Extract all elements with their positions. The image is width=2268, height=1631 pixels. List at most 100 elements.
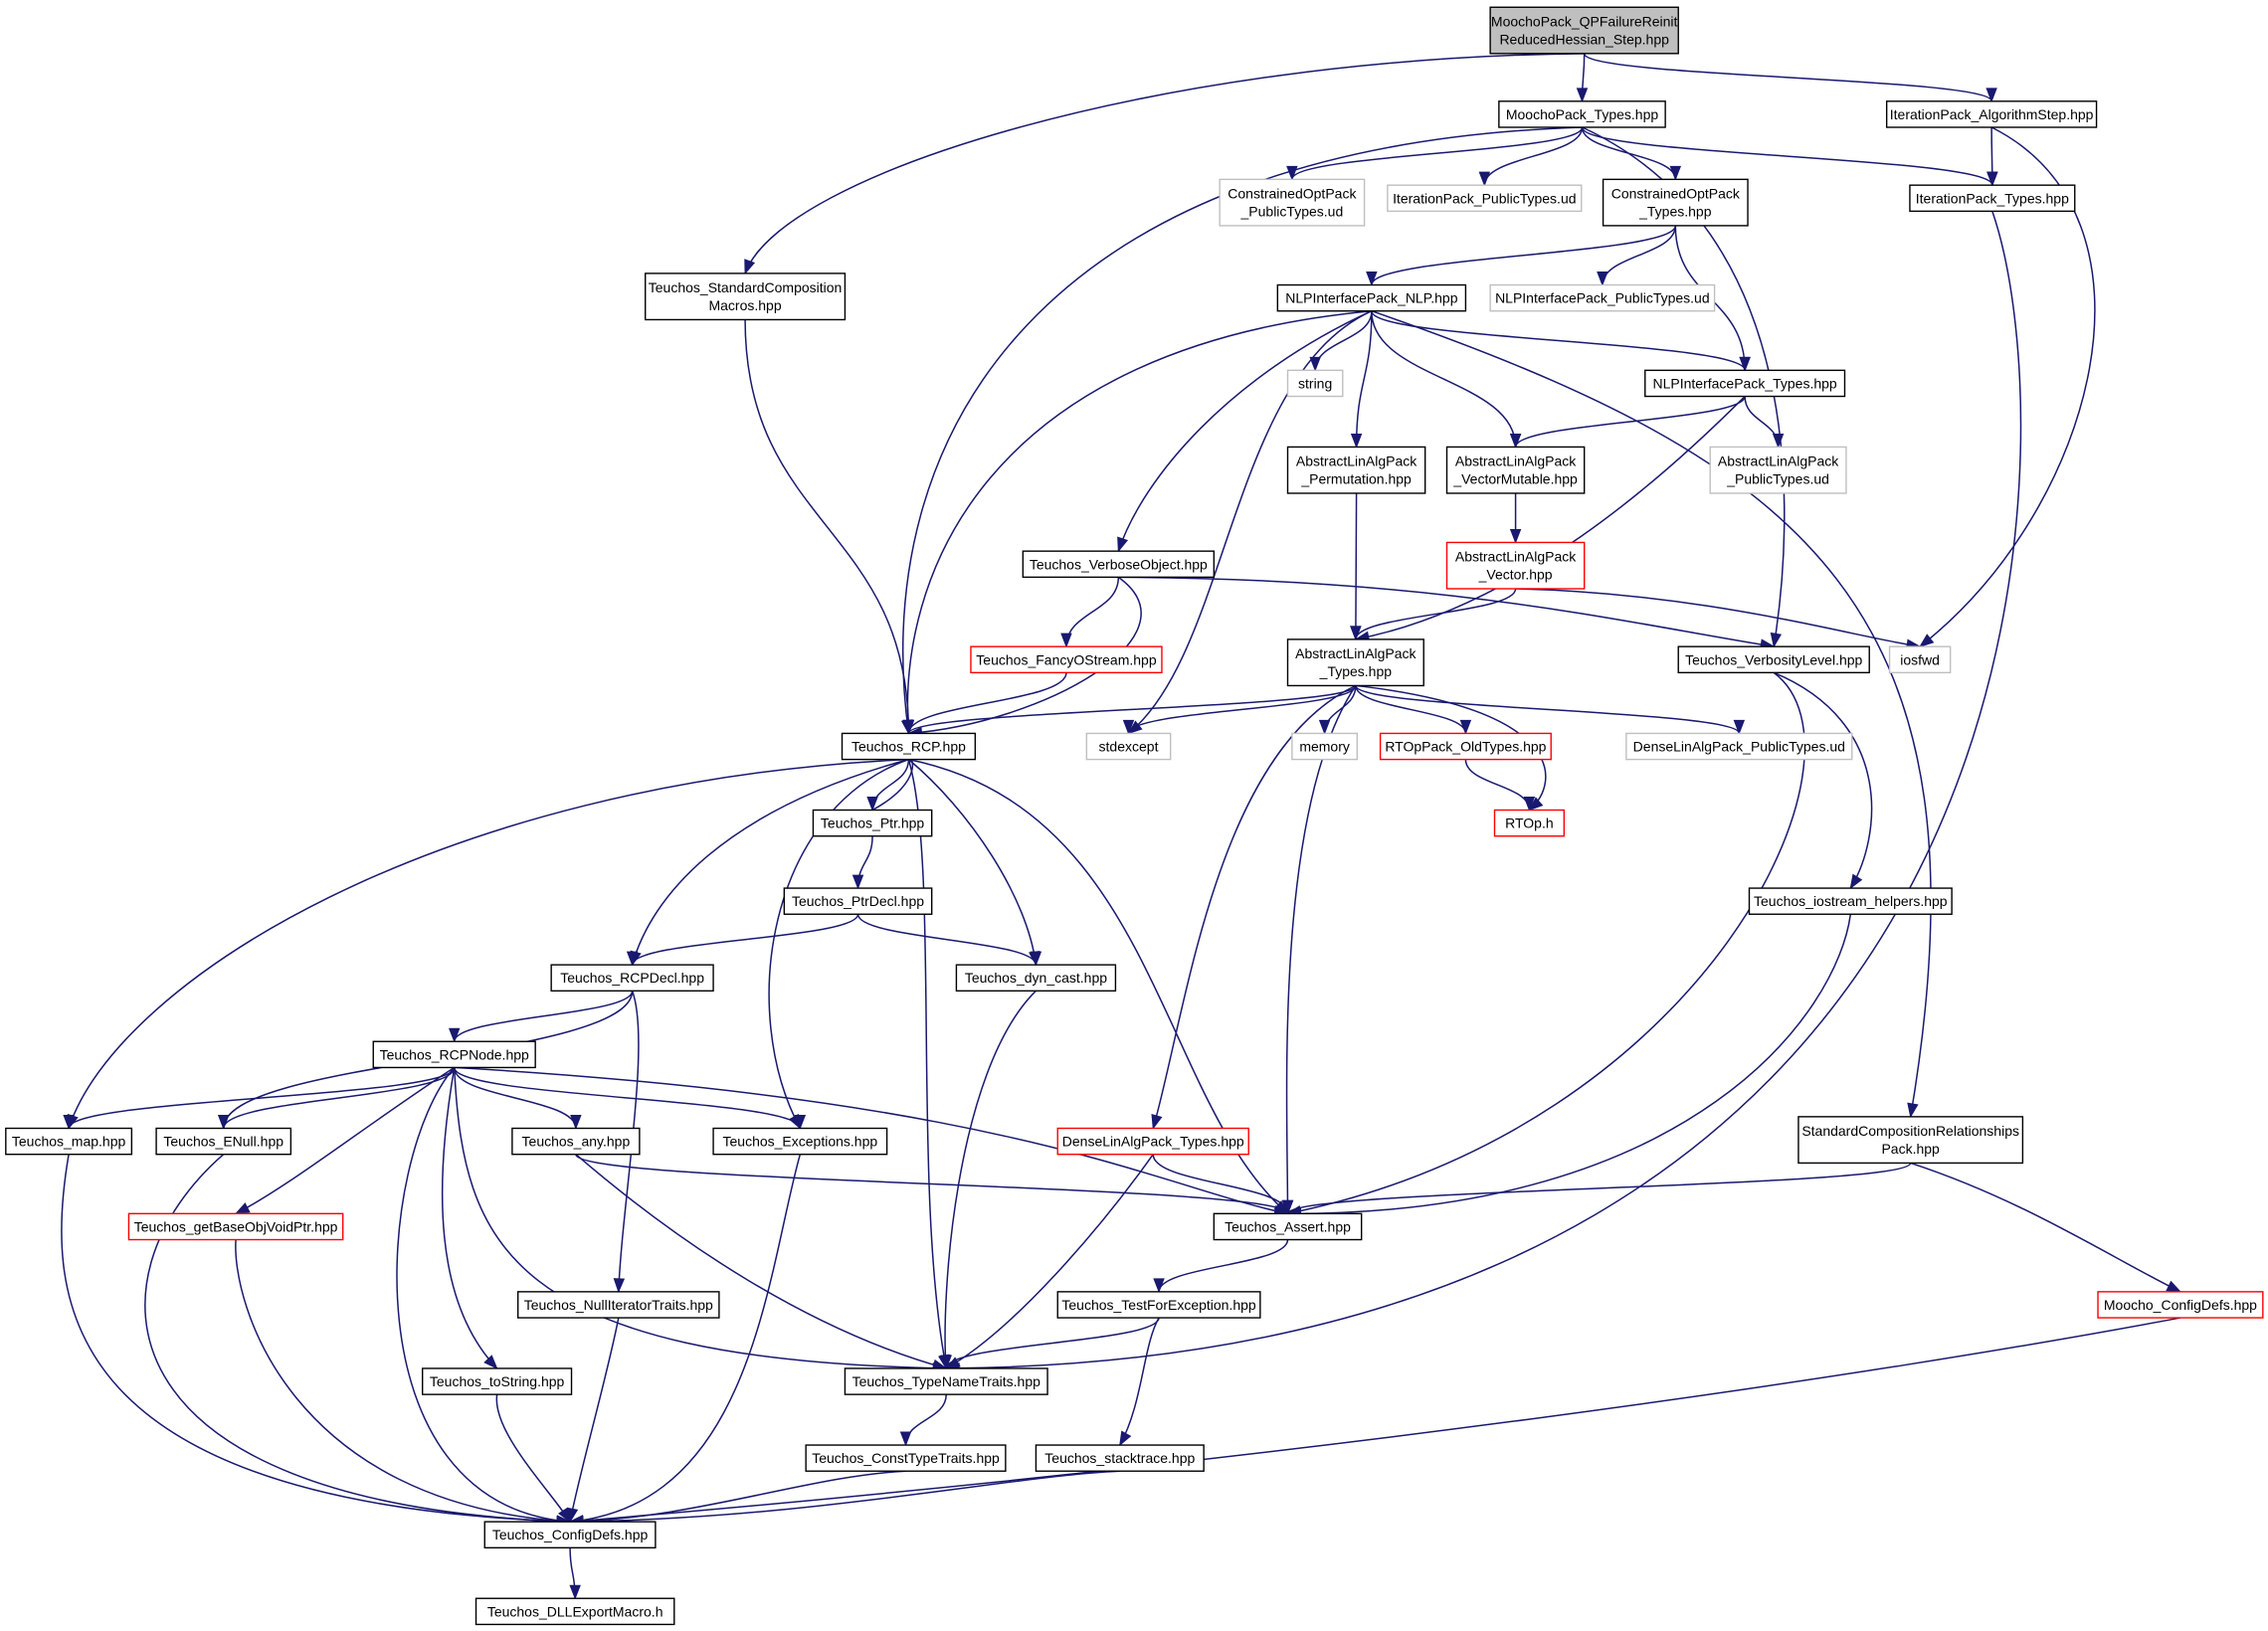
graph-node[interactable]: Teuchos_VerbosityLevel.hpp — [1677, 645, 1870, 674]
graph-node[interactable]: AbstractLinAlgPack_Permutation.hpp — [1286, 446, 1426, 494]
graph-node[interactable]: AbstractLinAlgPack_VectorMutable.hpp — [1445, 446, 1586, 494]
node-box — [1387, 184, 1583, 213]
dependency-edge — [768, 758, 909, 1129]
graph-node[interactable]: MoochoPack_Types.hpp — [1498, 100, 1666, 128]
graph-node[interactable]: Teuchos_PtrDecl.hpp — [783, 887, 933, 915]
dependency-edge — [68, 758, 909, 1129]
node-box — [1276, 283, 1467, 312]
node-box — [844, 1367, 1048, 1395]
graph-node[interactable]: ConstrainedOptPack_Types.hpp — [1602, 178, 1749, 227]
graph-node: ConstrainedOptPack_PublicTypes.ud — [1219, 178, 1366, 227]
dependency-edge — [1371, 225, 1677, 285]
graph-node[interactable]: Teuchos_Assert.hpp — [1213, 1212, 1363, 1241]
graph-node[interactable]: IterationPack_Types.hpp — [1909, 184, 2076, 213]
graph-node[interactable]: RTOp.h — [1493, 809, 1566, 837]
node-label: Teuchos_DLLExportMacro.h — [487, 1603, 663, 1619]
graph-node: stdexcept — [1085, 732, 1172, 761]
node-label: Teuchos_FancyOStream.hpp — [976, 651, 1157, 667]
dependency-edge — [907, 759, 947, 1369]
graph-node[interactable]: Teuchos_RCPDecl.hpp — [550, 964, 714, 993]
graph-node[interactable]: Teuchos_TypeNameTraits.hpp — [844, 1367, 1048, 1395]
node-label: AbstractLinAlgPack — [1455, 549, 1577, 565]
node-label: Teuchos_ConfigDefs.hpp — [492, 1527, 649, 1542]
graph-node[interactable]: IterationPack_AlgorithmStep.hpp — [1885, 100, 2098, 128]
graph-node[interactable]: MoochoPack_QPFailureReinitReducedHessian… — [1489, 6, 1679, 55]
edge-arrowhead — [1772, 433, 1785, 449]
graph-node[interactable]: Teuchos_getBaseObjVoidPtr.hpp — [127, 1212, 344, 1241]
dependency-edge — [222, 1067, 456, 1129]
node-label: _Vector.hpp — [1478, 567, 1553, 583]
node-label: Teuchos_StandardComposition — [649, 279, 843, 295]
node-label: AbstractLinAlgPack — [1718, 453, 1839, 469]
node-box — [1286, 446, 1426, 494]
node-label: Teuchos_RCPNode.hpp — [380, 1046, 529, 1062]
edge-arrowhead — [1309, 356, 1321, 372]
graph-node[interactable]: NLPInterfacePack_NLP.hpp — [1276, 283, 1467, 312]
edge-arrowhead — [866, 797, 878, 812]
edge-arrowhead — [569, 1584, 581, 1600]
edge-arrowhead — [1597, 272, 1608, 286]
graph-node[interactable]: Teuchos_iostream_helpers.hpp — [1748, 887, 1953, 915]
edge-arrowhead — [1122, 719, 1135, 735]
graph-node[interactable]: Teuchos_RCP.hpp — [841, 732, 977, 761]
graph-node[interactable]: DenseLinAlgPack_Types.hpp — [1056, 1127, 1249, 1156]
graph-node[interactable]: Moocho_ConfigDefs.hpp — [2097, 1291, 2264, 1319]
node-box — [1286, 369, 1344, 398]
graph-node[interactable]: Teuchos_TestForException.hpp — [1056, 1291, 1261, 1319]
node-box — [812, 809, 933, 837]
graph-node[interactable]: Teuchos_map.hpp — [5, 1127, 133, 1156]
node-label: Teuchos_Exceptions.hpp — [723, 1134, 878, 1150]
graph-node[interactable]: RTOpPack_OldTypes.hpp — [1379, 732, 1552, 761]
node-box — [1493, 809, 1566, 837]
graph-node[interactable]: Teuchos_Exceptions.hpp — [712, 1127, 888, 1156]
dependency-edges — [61, 53, 2182, 1600]
edge-arrowhead — [557, 1507, 571, 1524]
graph-node[interactable]: Teuchos_NullIteratorTraits.hpp — [517, 1291, 720, 1319]
edge-arrowhead — [2166, 1280, 2182, 1293]
node-label: iosfwd — [1900, 651, 1940, 667]
dependency-edge — [1773, 671, 1873, 889]
graph-node[interactable]: Teuchos_ENull.hpp — [155, 1127, 292, 1156]
graph-node[interactable]: AbstractLinAlgPack _Vector.hpp — [1445, 541, 1586, 590]
node-label: _PublicTypes.ud — [1726, 471, 1829, 487]
graph-node[interactable]: Teuchos_stacktrace.hpp — [1035, 1444, 1205, 1472]
graph-node[interactable]: Teuchos_FancyOStream.hpp — [970, 645, 1163, 674]
node-label: Teuchos_VerbosityLevel.hpp — [1685, 651, 1862, 667]
graph-node[interactable]: Teuchos_dyn_cast.hpp — [955, 964, 1117, 993]
node-box — [1445, 446, 1586, 494]
graph-node[interactable]: Teuchos_toString.hpp — [422, 1367, 573, 1395]
graph-node[interactable]: Teuchos_RCPNode.hpp — [372, 1040, 536, 1069]
dependency-edge — [1285, 685, 1357, 1214]
graph-node[interactable]: Teuchos_any.hpp — [511, 1127, 641, 1156]
dependency-edge — [1744, 396, 1780, 448]
node-label: stdexcept — [1099, 739, 1159, 755]
node-label: Teuchos_TypeNameTraits.hpp — [852, 1373, 1041, 1389]
edge-arrowhead — [940, 1355, 952, 1370]
graph-node[interactable]: Teuchos_Ptr.hpp — [812, 809, 933, 837]
node-box — [550, 964, 714, 993]
graph-node[interactable]: Teuchos_ConstTypeTraits.hpp — [805, 1444, 1007, 1472]
node-box — [1022, 550, 1216, 579]
edge-arrowhead — [1117, 536, 1129, 553]
node-label: Teuchos_map.hpp — [12, 1134, 126, 1150]
dependency-edge — [908, 758, 1289, 1214]
node-label: _PublicTypes.ud — [1240, 204, 1344, 220]
node-box — [517, 1291, 720, 1319]
graph-node[interactable]: NLPInterfacePack_Types.hpp — [1644, 369, 1846, 398]
graph-node[interactable]: AbstractLinAlgPack_Types.hpp — [1286, 638, 1424, 687]
edge-arrowhead — [1366, 272, 1378, 286]
edge-arrowhead — [1509, 528, 1522, 544]
graph-node[interactable]: Teuchos_DLLExportMacro.h — [474, 1597, 675, 1626]
node-label: Teuchos_ConstTypeTraits.hpp — [812, 1450, 1000, 1466]
dependency-edge — [454, 1066, 1288, 1215]
dependency-edge — [1514, 396, 1746, 448]
edge-arrowhead — [1151, 1113, 1163, 1130]
node-label: Teuchos_any.hpp — [522, 1134, 631, 1150]
node-box — [970, 645, 1163, 674]
edge-arrowhead — [1281, 1199, 1294, 1215]
graph-node[interactable]: Teuchos_ConfigDefs.hpp — [483, 1521, 657, 1549]
graph-node[interactable]: Teuchos_VerboseObject.hpp — [1022, 550, 1216, 579]
node-label: NLPInterfacePack_Types.hpp — [1653, 375, 1837, 391]
